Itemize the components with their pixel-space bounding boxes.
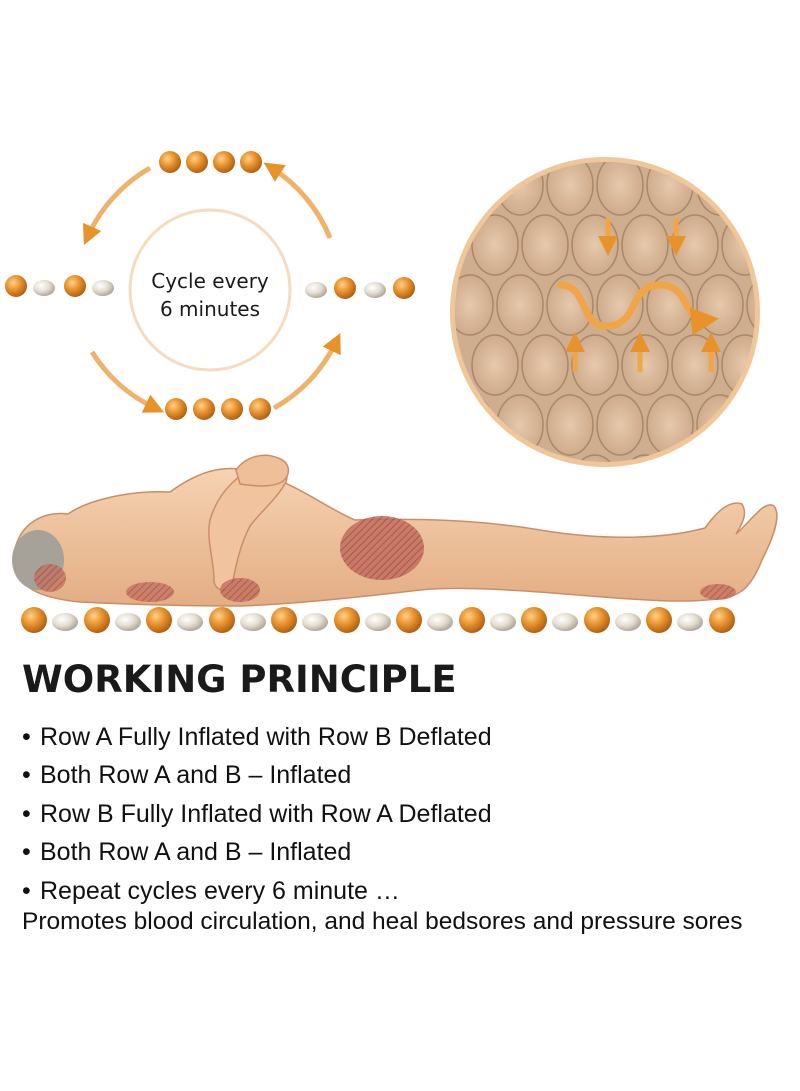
pressure-zone-heel <box>700 584 736 600</box>
bullet-icon: • <box>22 876 31 905</box>
list-item: • Row B Fully Inflated with Row A Deflate… <box>22 795 492 833</box>
cycle-arrow-icon <box>89 350 165 413</box>
mattress-illustration: Cycle every 6 minutes <box>5 151 778 633</box>
cycle-arrow-icon <box>83 165 152 246</box>
list-item-text: Row A Fully Inflated with Row B Deflated <box>40 723 492 751</box>
mattress-closeup <box>450 157 760 467</box>
figure-hands <box>235 454 290 487</box>
cycle-label-line1: Cycle every <box>151 269 269 293</box>
cycle-label-line2: 6 minutes <box>160 297 260 321</box>
cycle-diagram: Cycle every 6 minutes <box>5 151 415 420</box>
bead-row-bottom <box>165 398 271 420</box>
bullet-icon: • <box>22 761 31 790</box>
pressure-zone-elbow <box>220 578 260 602</box>
list-item: • Repeat cycles every 6 minute … <box>22 872 492 910</box>
list-item-text: Both Row A and B – Inflated <box>40 838 352 867</box>
pressure-zone-back <box>340 516 424 580</box>
closing-statement: Promotes blood circulation, and heal bed… <box>22 908 743 935</box>
bead-row-left <box>5 275 114 297</box>
list-item: • Both Row A and B – Inflated <box>22 756 492 794</box>
pressure-zone-shoulder <box>126 582 174 602</box>
principle-list: • Row A Fully Inflated with Row B Deflate… <box>22 718 492 910</box>
bullet-icon: • <box>22 799 31 828</box>
list-item-text: Repeat cycles every 6 minute … <box>40 876 400 905</box>
list-item-text: Row B Fully Inflated with Row A Deflated <box>40 799 492 828</box>
section-heading: WORKING PRINCIPLE <box>22 658 457 701</box>
bead-row-right <box>305 277 415 299</box>
pressure-zone-head <box>34 564 66 592</box>
list-item: • Both Row A and B – Inflated <box>22 833 492 871</box>
bullet-icon: • <box>22 838 31 867</box>
cycle-arrow-icon <box>272 332 341 411</box>
list-item-text: Both Row A and B – Inflated <box>40 761 352 790</box>
bullet-icon: • <box>22 723 31 751</box>
bead-row-mattress <box>21 607 735 633</box>
bead-row-top <box>159 151 262 173</box>
list-item: • Row A Fully Inflated with Row B Deflate… <box>22 718 492 756</box>
cycle-center-ring <box>128 208 292 372</box>
cycle-arrow-icon <box>263 162 333 239</box>
reclining-figure <box>12 454 778 607</box>
wave-arrow-icon <box>556 281 719 336</box>
